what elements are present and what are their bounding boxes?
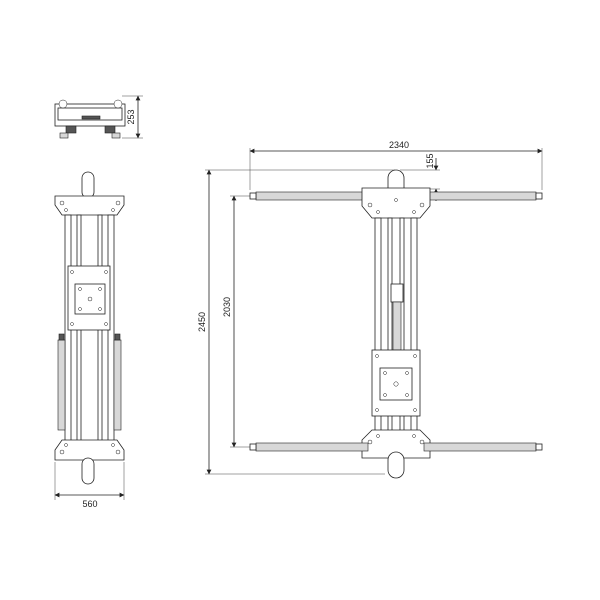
dim-label-2030: 2030 [222, 297, 232, 317]
front-view-top-bar-left [255, 191, 369, 201]
top-view-caster-right [111, 132, 121, 139]
side-view-bottom-handle [81, 457, 95, 485]
side-view-bottom-bracket [54, 439, 125, 461]
side-view-top-bracket [54, 195, 125, 216]
top-view-wheel-left [58, 99, 68, 109]
dim-label-253: 253 [126, 109, 136, 124]
front-view-bottom-bar-right [423, 442, 537, 452]
front-view-actuator [390, 283, 404, 303]
side-view-top-handle [81, 171, 95, 199]
top-view-plate [57, 107, 123, 121]
front-view-top-bar-right [423, 191, 537, 201]
side-view-tube-right [113, 339, 122, 431]
top-view-caster-left [59, 132, 69, 139]
dim-label-2450: 2450 [197, 312, 207, 332]
front-view-bottom-bar-left [255, 442, 369, 452]
dim-label-2340: 2340 [389, 140, 409, 150]
front-view-bottom-handle [387, 451, 405, 479]
front-view: 2340 155 2450 2030 [197, 140, 543, 479]
top-view-wheel-right [113, 99, 123, 109]
top-view-foot-right [104, 125, 116, 134]
top-view-foot-left [65, 125, 77, 134]
side-view: 560 [54, 171, 125, 509]
side-view-tube-left [57, 339, 66, 431]
dim-label-560: 560 [82, 499, 97, 509]
top-view-slot [81, 115, 101, 120]
dim-label-155: 155 [425, 153, 435, 168]
front-view-top-bracket [361, 187, 431, 219]
top-view: 253 [54, 95, 143, 139]
